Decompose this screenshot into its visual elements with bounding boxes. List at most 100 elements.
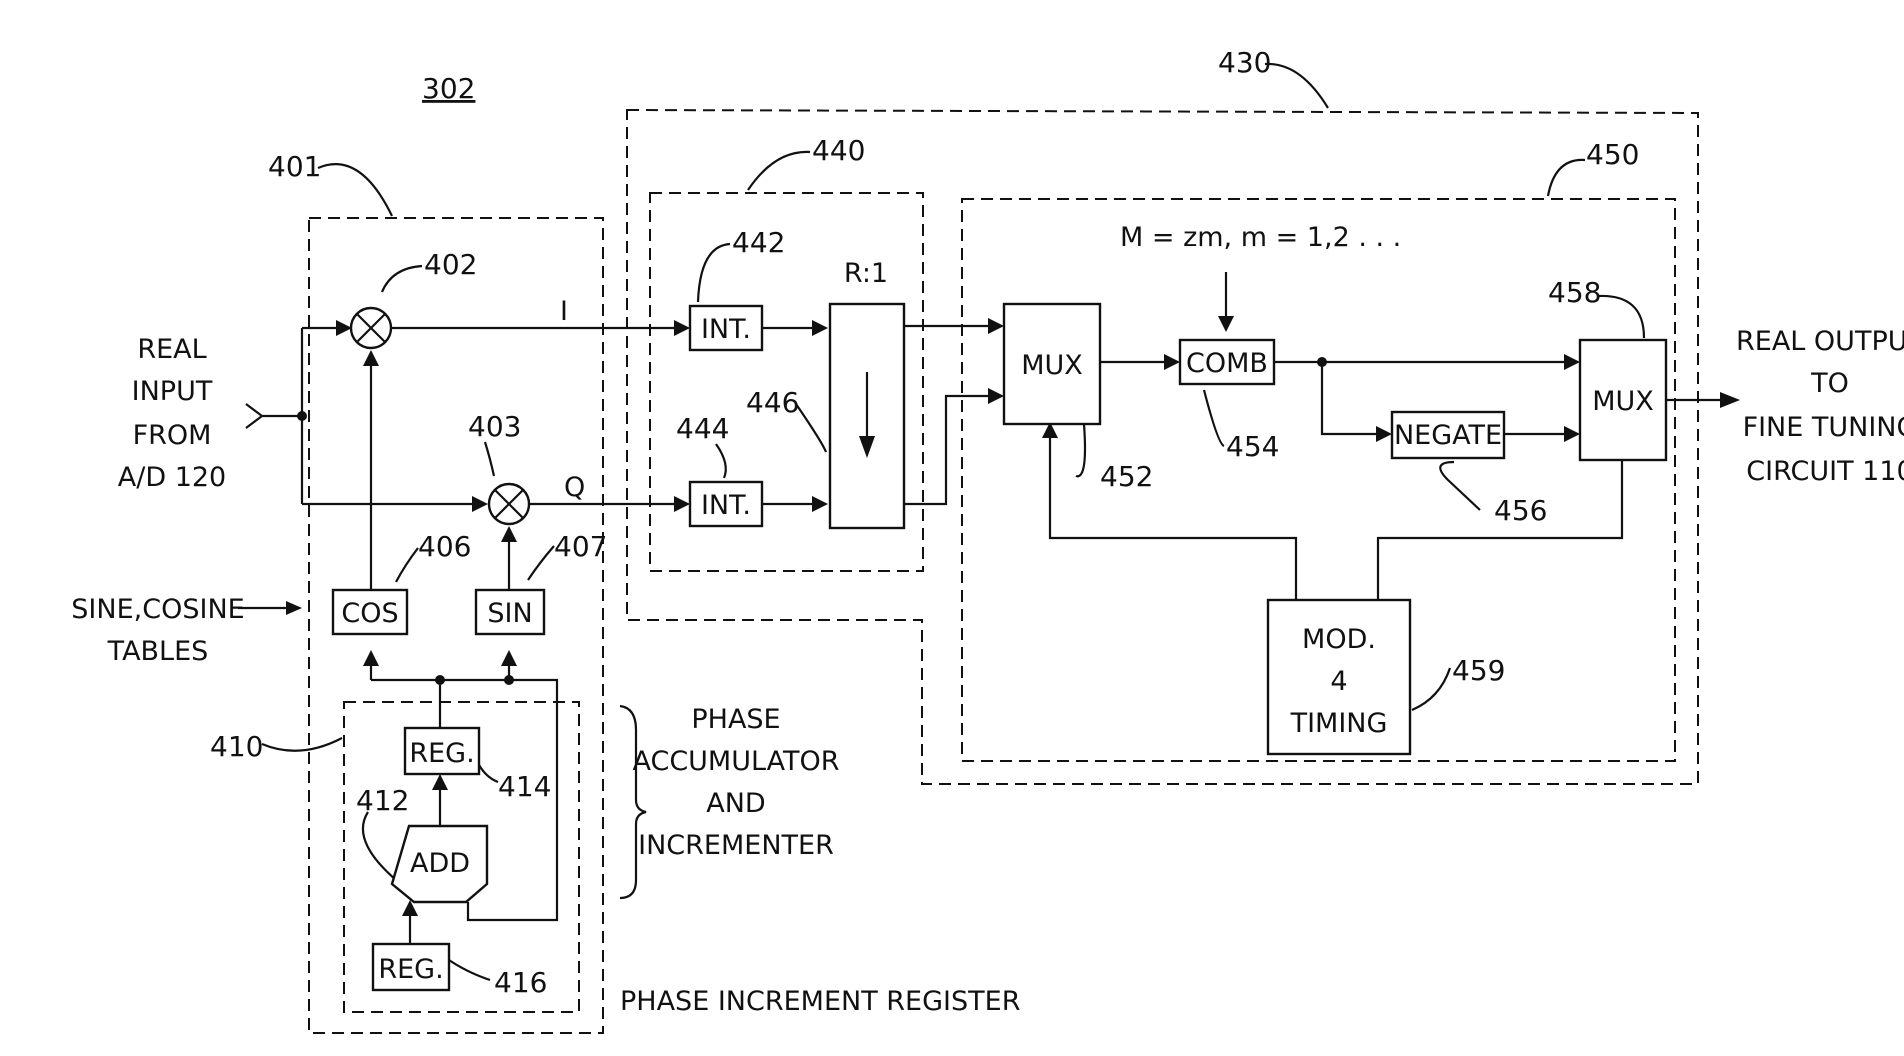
leader-442 [698,244,730,302]
output-label-line3: FINE TUNING [1743,412,1904,443]
arrow-into-int-444 [674,496,690,512]
decimation-equation: M = zm, m = 1,2 . . . [1120,222,1401,253]
figure-label: 302 [422,72,475,105]
ref-412: 412 [356,784,409,817]
phase-annotation-line2: ACCUMULATOR [632,746,839,777]
input-label-line4: A/D 120 [118,462,226,493]
arrow-into-cos [363,650,379,666]
leader-456 [1440,462,1480,510]
decimator-ratio-label: R:1 [844,258,888,289]
reg-416-label: REG. [378,954,443,985]
add-label: ADD [410,848,470,879]
decimator-to-mux-bottom [904,396,990,504]
ref-446: 446 [746,386,799,419]
phase-annotation-line1: PHASE [691,704,780,735]
output-label-line2: TO [1810,368,1849,399]
leader-450 [1548,160,1585,196]
ref-430: 430 [1218,46,1271,79]
leader-444 [716,444,726,478]
phase-annotation-line3: AND [706,788,765,819]
arrow-into-negate [1376,426,1392,442]
signal-i-label: I [560,296,568,327]
arrow-into-mixer-402 [336,320,352,336]
output-label-line4: CIRCUIT 110 [1746,456,1904,487]
ref-401: 401 [268,150,321,183]
int-442-label: INT. [701,314,751,345]
output-arrow [1720,392,1740,408]
ref-458: 458 [1548,276,1601,309]
comb-to-negate [1322,362,1378,434]
leader-440 [748,152,810,190]
leader-407 [528,546,554,580]
ref-416: 416 [494,966,547,999]
input-label-line3: FROM [133,420,212,451]
phase-increment-register-label: PHASE INCREMENT REGISTER [620,986,1020,1017]
arrow-into-mux-458-bottom [1564,426,1580,442]
timing-to-mux-458 [1378,460,1622,600]
arrow-into-decimator-bottom [812,496,828,512]
reg-414-label: REG. [409,738,474,769]
ref-402: 402 [424,248,477,281]
leader-454 [1204,390,1224,446]
leader-412 [363,812,396,880]
ref-442: 442 [732,226,785,259]
leader-401 [318,164,392,216]
leader-402 [382,266,422,292]
ref-452: 452 [1100,460,1153,493]
tables-label-line1: SINE,COSINE [71,594,244,625]
ref-403: 403 [468,410,521,443]
ref-414: 414 [498,770,551,803]
output-label-line1: REAL OUTPUT [1736,326,1904,357]
leader-406 [396,548,418,582]
arrow-into-mux-458-top [1564,354,1580,370]
tables-label-line2: TABLES [107,636,209,667]
arrow-cos-up [363,350,379,366]
leader-430 [1265,64,1328,108]
mux-458-label: MUX [1592,386,1654,417]
arrow-into-mux-452-top [988,318,1004,334]
leader-458 [1598,296,1644,338]
ref-440: 440 [812,134,865,167]
bracket-phase-accumulator [620,706,646,898]
arrow-into-comb [1164,354,1180,370]
leader-403 [485,442,494,476]
arrow-sin-up [501,526,517,542]
tables-arrow-head [286,601,302,615]
arrow-m-into-comb [1218,316,1234,332]
signal-q-label: Q [564,472,585,503]
ref-410: 410 [210,730,263,763]
arrow-into-int-442 [674,320,690,336]
input-wire [246,404,302,428]
ref-406: 406 [418,530,471,563]
negate-label: NEGATE [1394,420,1502,451]
sin-label: SIN [487,598,532,629]
group-430-outline [627,110,1698,784]
cos-label: COS [341,598,398,629]
arrow-into-decimator-top [812,320,828,336]
mod4-label-line1: MOD. [1302,624,1376,655]
input-label-line2: INPUT [132,376,213,407]
leader-459 [1412,668,1450,710]
arrow-into-mux-452-bottom [988,388,1004,404]
leader-416 [446,958,490,980]
ref-459: 459 [1452,654,1505,687]
mod4-label-line2: 4 [1330,666,1347,697]
ref-456: 456 [1494,494,1547,527]
ref-450: 450 [1586,138,1639,171]
input-label-line1: REAL [137,334,206,365]
mod4-label-line3: TIMING [1290,708,1388,739]
ref-407: 407 [554,530,607,563]
mux-452-label: MUX [1021,350,1083,381]
arrow-into-reg-414 [432,774,448,790]
arrow-into-mixer-403 [472,496,488,512]
int-444-label: INT. [701,490,751,521]
ref-454: 454 [1226,430,1279,463]
arrow-into-sin [501,650,517,666]
comb-label: COMB [1186,348,1268,379]
leader-410 [262,738,342,751]
phase-annotation-line4: INCREMENTER [638,830,834,861]
leader-446 [796,404,826,452]
leader-452 [1076,424,1085,476]
ref-444: 444 [676,412,729,445]
